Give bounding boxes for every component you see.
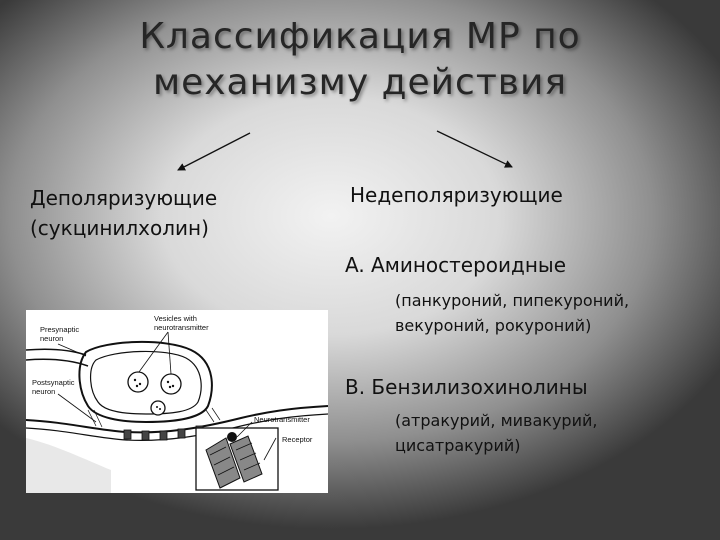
postsynaptic-label-1: Postsynaptic xyxy=(32,378,75,387)
neurotransmitter-label: Neurotransmitter xyxy=(254,415,310,424)
aminosteroid-examples-line-1: (панкуроний, пипекуроний, xyxy=(395,288,629,313)
vesicles-label-1: Vesicles with xyxy=(154,314,197,323)
postsynaptic-label-2: neuron xyxy=(32,387,55,396)
aminosteroid-title: A. Аминостероидные xyxy=(345,253,566,277)
neurotransmitter-molecule xyxy=(227,432,237,442)
synapse-illustration: Vesicles with neurotransmitter Presynapt… xyxy=(26,310,328,493)
presynaptic-label-1: Presynaptic xyxy=(40,325,79,334)
synapse-diagram: Vesicles with neurotransmitter Presynapt… xyxy=(26,310,328,493)
vesicle-1 xyxy=(128,372,148,392)
depolarizing-group: Деполяризующие (сукцинилхолин) xyxy=(30,183,217,243)
slide-title: Классификация МР по механизму действия xyxy=(60,14,660,106)
aminosteroid-examples: (панкуроний, пипекуроний, векуроний, рок… xyxy=(395,288,629,338)
benzylisoquinoline-examples: (атракурий, мивакурий, цисатракурий) xyxy=(395,408,597,458)
title-line-1: Классификация МР по xyxy=(60,14,660,60)
title-line-2: механизму действия xyxy=(60,60,660,106)
left-arrow xyxy=(178,133,250,170)
vesicles-label-2: neurotransmitter xyxy=(154,323,209,332)
benzylisoquinoline-title: B. Бензилизохинолины xyxy=(345,375,588,399)
receptor-label: Receptor xyxy=(282,435,313,444)
benzylisoquinoline-examples-line-2: цисатракурий) xyxy=(395,433,597,458)
nondepolarizing-label: Недеполяризующие xyxy=(350,183,563,207)
benzylisoquinoline-examples-line-1: (атракурий, мивакурий, xyxy=(395,408,597,433)
right-arrow xyxy=(437,131,512,167)
vesicle-3 xyxy=(151,401,165,415)
depolarizing-example: (сукцинилхолин) xyxy=(30,213,217,243)
aminosteroid-examples-line-2: векуроний, рокуроний) xyxy=(395,313,629,338)
vesicle-2 xyxy=(161,374,181,394)
presynaptic-label-2: neuron xyxy=(40,334,63,343)
depolarizing-label: Деполяризующие xyxy=(30,183,217,213)
